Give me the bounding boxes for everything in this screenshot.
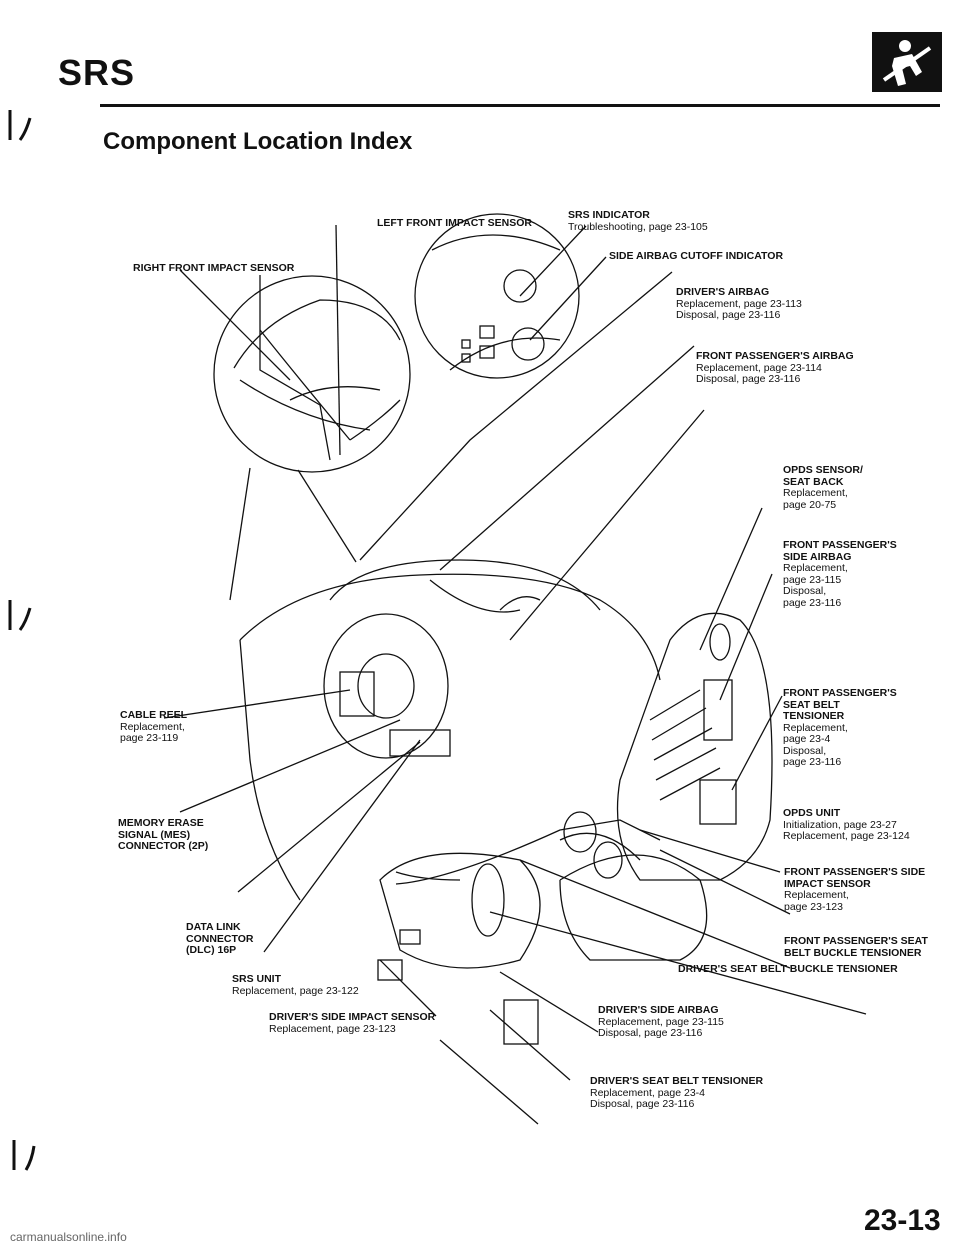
section-title: SRS <box>58 52 136 93</box>
watermark-footer: carmanualsonline.info <box>10 1230 127 1244</box>
side-airbag-cutoff-indicator-label: SIDE AIRBAG CUTOFF INDICATOR <box>609 250 784 262</box>
page-number: 23-13 <box>864 1204 941 1237</box>
header-rule <box>100 104 940 107</box>
page-title: Component Location Index <box>103 128 413 155</box>
right-front-impact-sensor-label: RIGHT FRONT IMPACT SENSOR <box>133 262 295 274</box>
seatbelt-airbag-icon <box>872 32 942 92</box>
drivers-seat-belt-buckle-tensioner-label: DRIVER'S SEAT BELT BUCKLE TENSIONER <box>678 963 898 975</box>
left-front-impact-sensor-label: LEFT FRONT IMPACT SENSOR <box>377 217 532 229</box>
